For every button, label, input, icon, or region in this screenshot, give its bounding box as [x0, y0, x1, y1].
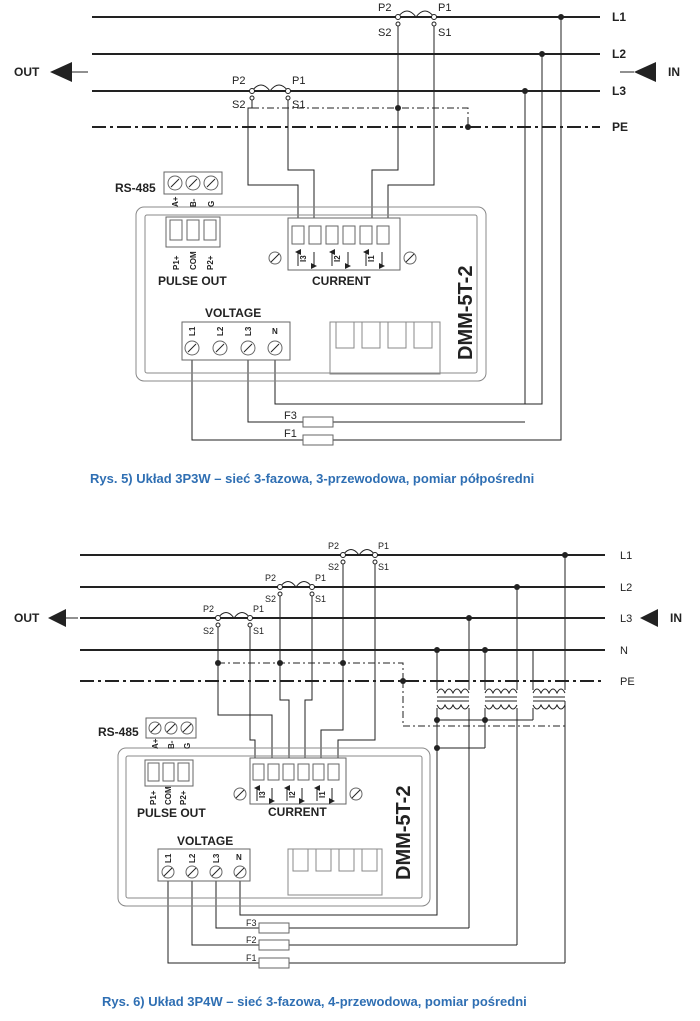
svg-text:L2: L2	[216, 326, 225, 336]
out-label: OUT	[14, 65, 40, 79]
current-transformer-l1: P2 P1 S2 S1	[378, 2, 451, 39]
svg-text:S2: S2	[265, 594, 276, 604]
caption-5: Rys. 5) Układ 3P3W – sieć 3-fazowa, 3-pr…	[90, 471, 534, 486]
voltage-label: VOLTAGE	[205, 306, 261, 320]
fuse-f1-label: F1	[284, 428, 297, 440]
in-label: IN	[668, 65, 680, 79]
fuse-f3-6	[258, 922, 290, 934]
svg-text:I2: I2	[288, 791, 297, 798]
svg-text:S1: S1	[378, 562, 389, 572]
out-arrow-icon	[50, 62, 72, 82]
svg-text:P2: P2	[378, 2, 391, 14]
svg-text:S1: S1	[292, 99, 305, 111]
line-label-l3-6: L3	[620, 613, 632, 625]
svg-text:I1: I1	[318, 791, 327, 798]
current-label-6: CURRENT	[268, 805, 327, 819]
svg-text:P1: P1	[315, 573, 326, 583]
svg-text:P1: P1	[438, 2, 451, 14]
current-transformer-l1-6: P2 P1 S2 S1	[328, 541, 389, 572]
pulse-out-label: PULSE OUT	[158, 274, 227, 288]
fuse-f3-label: F3	[284, 410, 297, 422]
svg-text:S1: S1	[438, 27, 451, 39]
svg-text:P2+: P2+	[206, 255, 215, 270]
svg-text:N: N	[236, 853, 242, 862]
out-label-6: OUT	[14, 611, 40, 625]
svg-text:P2: P2	[328, 541, 339, 551]
svg-text:COM: COM	[189, 251, 198, 270]
meter-device: RS-485 A+ B- G P1+ COM P2+ PULSE OUT	[115, 171, 487, 382]
voltage-label-6: VOLTAGE	[177, 834, 233, 848]
svg-text:A+: A+	[171, 196, 180, 207]
line-label-l1: L1	[612, 10, 626, 24]
svg-text:N: N	[272, 327, 278, 336]
line-label-l2-6: L2	[620, 582, 632, 594]
svg-text:F3: F3	[246, 918, 257, 928]
svg-text:L1: L1	[164, 853, 173, 863]
fuse-f3	[302, 416, 334, 428]
line-label-pe: PE	[612, 120, 628, 134]
svg-text:S1: S1	[315, 594, 326, 604]
svg-text:L1: L1	[188, 326, 197, 336]
fuse-f1-6	[258, 957, 290, 969]
in-arrow-icon	[634, 62, 656, 82]
svg-text:B-: B-	[167, 740, 176, 749]
line-label-l2: L2	[612, 47, 626, 61]
in-arrow-icon-6	[640, 609, 658, 627]
svg-text:G: G	[207, 201, 216, 207]
svg-text:COM: COM	[164, 786, 173, 805]
line-label-pe-6: PE	[620, 676, 635, 688]
meter-device-6: RS-485 A+ B- G P1+ COM P2+ PULSE OUT	[98, 717, 431, 907]
current-transformer-l3-6: P2 P1 S2 S1	[203, 604, 264, 636]
svg-text:F1: F1	[246, 953, 257, 963]
rs485-label-6: RS-485	[98, 725, 139, 739]
svg-text:S2: S2	[328, 562, 339, 572]
svg-text:S2: S2	[378, 27, 391, 39]
svg-text:S2: S2	[232, 99, 245, 111]
svg-text:F2: F2	[246, 935, 257, 945]
rs485-label: RS-485	[115, 181, 156, 195]
svg-text:P2: P2	[203, 604, 214, 614]
current-label: CURRENT	[312, 274, 371, 288]
device-name-6: DMM-5T-2	[393, 786, 415, 880]
svg-text:S1: S1	[253, 626, 264, 636]
svg-text:A+: A+	[151, 738, 160, 749]
in-label-6: IN	[670, 611, 682, 625]
device-name: DMM-5T-2	[455, 266, 477, 360]
svg-text:P1: P1	[292, 75, 305, 87]
current-transformer-l3: P2 P1 S2 S1	[232, 75, 305, 111]
caption-6: Rys. 6) Układ 3P4W – sieć 3-fazowa, 4-pr…	[102, 994, 527, 1009]
fuse-f1	[302, 434, 334, 446]
svg-text:P2: P2	[232, 75, 245, 87]
fuse-f2-6	[258, 939, 290, 951]
svg-text:I3: I3	[258, 791, 267, 798]
svg-text:P1+: P1+	[172, 255, 181, 270]
svg-text:L2: L2	[188, 853, 197, 863]
svg-text:P1: P1	[253, 604, 264, 614]
svg-text:P2: P2	[265, 573, 276, 583]
svg-text:I2: I2	[333, 255, 342, 262]
svg-text:P1+: P1+	[149, 790, 158, 805]
voltage-transformers	[239, 552, 568, 963]
svg-text:G: G	[183, 743, 192, 749]
svg-text:I3: I3	[299, 255, 308, 262]
line-label-n-6: N	[620, 645, 628, 657]
pulse-out-label-6: PULSE OUT	[137, 806, 206, 820]
svg-text:S2: S2	[203, 626, 214, 636]
diagram-3p4w: L1 L2 L3 N PE OUT IN P2 P1 S2 S1 P2 P1	[14, 541, 682, 1009]
current-transformer-l2-6: P2 P1 S2 S1	[265, 573, 326, 604]
svg-text:L3: L3	[212, 853, 221, 863]
svg-text:P2+: P2+	[179, 790, 188, 805]
svg-text:L3: L3	[244, 326, 253, 336]
diagram-3p3w: L1 L2 L3 PE OUT IN P2 P1 S2 S1 P2 P1	[14, 2, 680, 486]
svg-text:B-: B-	[189, 198, 198, 207]
line-label-l1-6: L1	[620, 550, 632, 562]
svg-text:I1: I1	[367, 255, 376, 262]
line-label-l3: L3	[612, 84, 626, 98]
svg-text:P1: P1	[378, 541, 389, 551]
out-arrow-icon-6	[48, 609, 66, 627]
